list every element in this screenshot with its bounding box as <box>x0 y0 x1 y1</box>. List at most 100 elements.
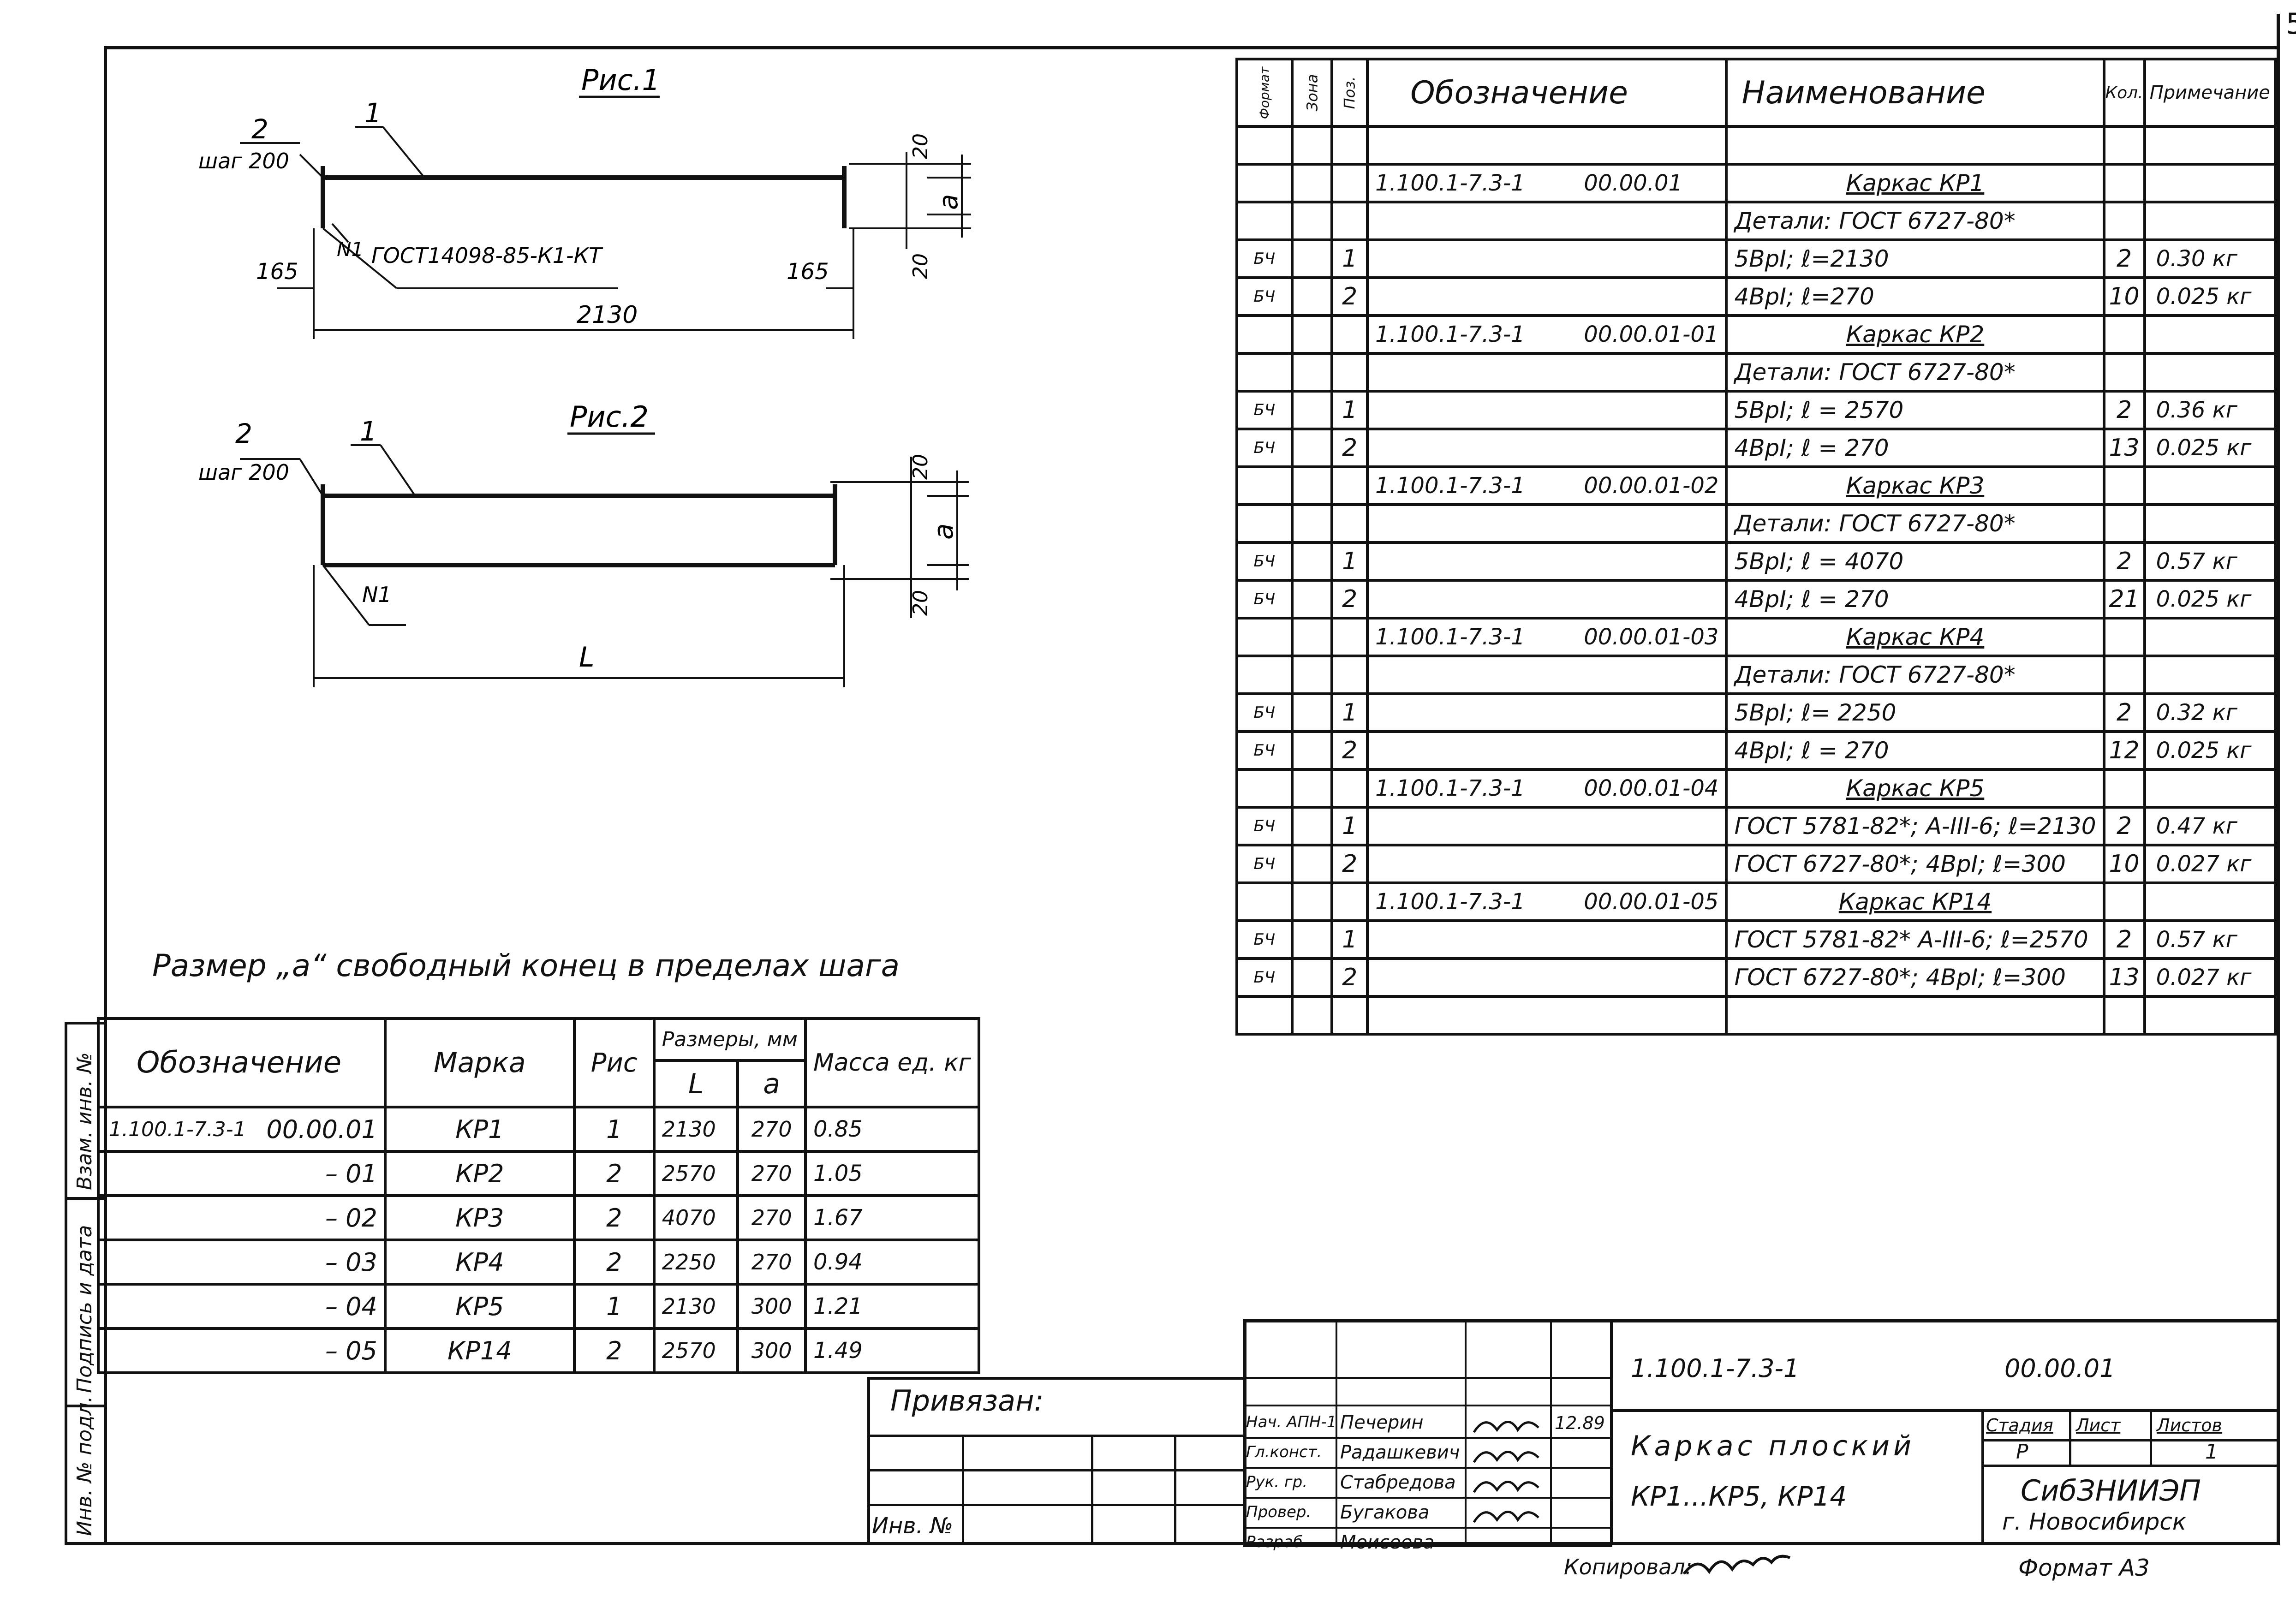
spec-cell-rem: 0.025 кг <box>2143 730 2277 771</box>
variant-cell-L: 2570 <box>652 1327 739 1374</box>
title-block-stage-v1 <box>2069 1409 2071 1467</box>
spec-cell-qty-text: 2 <box>2117 699 2132 727</box>
title-block-org-left <box>1981 1409 1984 1543</box>
spec-cell-pos-text: 1 <box>1342 699 1358 727</box>
spec-cell-zone <box>1290 125 1334 166</box>
signature-grid-row-line <box>1243 1377 1612 1379</box>
spec-cell-qty <box>2102 655 2146 695</box>
spec-cell-name-text: Детали: ГОСТ 6727-80* <box>1734 208 2016 234</box>
spec-cell-des1 <box>1366 428 1578 468</box>
spec-cell-qty-text: 2 <box>2117 812 2132 840</box>
fig2-weld-mark: N1 <box>362 582 392 607</box>
fig2-dim-20-bottom: 20 <box>909 590 932 616</box>
spec-cell-des1 <box>1366 579 1578 619</box>
spec-cell-pos-text: 1 <box>1342 396 1358 424</box>
spec-cell-pos <box>1330 617 1369 657</box>
spec-cell-rem-text: 0.025 кг <box>2156 435 2252 461</box>
variant-cell-des1 <box>96 1283 260 1330</box>
variant-cell-fig: 1 <box>573 1283 656 1330</box>
spec-cell-qty: 2 <box>2102 238 2146 279</box>
spec-cell-des2 <box>1577 579 1728 619</box>
spec-cell-format: БЧ <box>1235 390 1294 430</box>
spec-cell-qty <box>2102 995 2146 1036</box>
spec-cell-format: БЧ <box>1235 844 1294 884</box>
spec-cell-pos-text: 1 <box>1342 926 1358 953</box>
spec-cell-des2 <box>1577 276 1728 317</box>
spec-cell-zone <box>1290 957 1334 998</box>
signature-scribble <box>1473 1421 1539 1433</box>
spec-cell-name: Каркас КР5 <box>1725 768 2105 809</box>
spec-cell-pos <box>1330 163 1369 203</box>
spec-cell-format <box>1235 314 1294 355</box>
spec-cell-des2 <box>1577 844 1728 884</box>
variant-cell-fig: 1 <box>573 1106 656 1153</box>
spec-cell-rem <box>2143 352 2277 393</box>
binding-inv-label: Инв. № <box>872 1513 954 1539</box>
spec-cell-name: 5ВрI; ℓ=2130 <box>1725 238 2105 279</box>
spec-cell-format <box>1235 617 1294 657</box>
spec-cell-name-text: 4ВрI; ℓ=270 <box>1734 283 1874 310</box>
spec-cell-des1 <box>1366 692 1578 733</box>
title-stage-label: Стадия <box>1986 1415 2053 1435</box>
signature-date: 12.89 <box>1555 1413 1605 1433</box>
variant-cell-a: 300 <box>736 1283 807 1330</box>
spec-cell-rem-text: 0.025 кг <box>2156 738 2252 763</box>
spec-cell-name: ГОСТ 6727-80*; 4ВрI; ℓ=300 <box>1725 844 2105 884</box>
spec-cell-zone <box>1290 541 1334 582</box>
signature-name: Радашкевич <box>1340 1442 1460 1463</box>
spec-header-zone-text: Зона <box>1303 74 1321 112</box>
spec-cell-des1 <box>1366 995 1578 1036</box>
spec-cell-name: 4ВрI; ℓ = 270 <box>1725 428 2105 468</box>
frame-left <box>104 46 107 1545</box>
spec-cell-zone <box>1290 201 1334 241</box>
spec-cell-name-text: ГОСТ 6727-80*; 4ВрI; ℓ=300 <box>1734 851 2066 877</box>
spec-cell-des1 <box>1366 541 1578 582</box>
title-block-stage-v2 <box>2150 1409 2152 1467</box>
spec-cell-name-text: Каркас КР2 <box>1846 321 1985 348</box>
variant-cell-a: 300 <box>736 1327 807 1374</box>
spec-cell-name-text: Каркас КР5 <box>1846 775 1985 802</box>
spec-cell-zone <box>1290 390 1334 430</box>
spec-cell-name <box>1725 995 2105 1036</box>
fig1-dim-20-top: 20 <box>909 133 932 159</box>
fig1-dim-a: a <box>934 194 964 210</box>
spec-cell-pos: 1 <box>1330 919 1369 960</box>
spec-cell-format <box>1235 655 1294 695</box>
signature-name: Печерин <box>1340 1412 1424 1433</box>
var-header-fig: Рис <box>573 1017 656 1108</box>
spec-cell-qty: 2 <box>2102 390 2146 430</box>
spec-cell-name <box>1725 125 2105 166</box>
variant-cell-mass: 1.67 <box>804 1194 981 1241</box>
variant-cell-L: 4070 <box>652 1194 739 1241</box>
spec-cell-format <box>1235 163 1294 203</box>
spec-cell-name: 5ВрI; ℓ = 2570 <box>1725 390 2105 430</box>
spec-cell-zone <box>1290 995 1334 1036</box>
spec-cell-des2 <box>1577 692 1728 733</box>
variant-cell-a: 270 <box>736 1150 807 1197</box>
var-header-mass: Масса ед. кг <box>804 1017 981 1108</box>
spec-cell-name: Каркас КР1 <box>1725 163 2105 203</box>
fig2-callout-2: 2 <box>235 418 252 449</box>
spec-cell-qty <box>2102 617 2146 657</box>
signature-grid-row-line <box>1243 1467 1612 1469</box>
fig2-title: Рис.2 <box>570 400 649 434</box>
fig2-dim-20-top: 20 <box>909 454 932 480</box>
binding-h1 <box>867 1435 1243 1437</box>
spec-cell-pos <box>1330 201 1369 241</box>
spec-header-row: Формат Зона Поз. Обозначение Наименовани… <box>1235 58 2277 128</box>
signature-scribbles <box>1473 1421 1539 1523</box>
signature-grid-row-line <box>1243 1405 1612 1406</box>
spec-cell-format: БЧ <box>1235 692 1294 733</box>
binding-v1 <box>962 1435 964 1543</box>
spec-cell-format-text: БЧ <box>1253 703 1276 722</box>
spec-cell-rem <box>2143 163 2277 203</box>
spec-cell-des1 <box>1366 390 1578 430</box>
spec-cell-qty-text: 2 <box>2117 245 2132 273</box>
spec-cell-pos-text: 2 <box>1342 964 1358 991</box>
spec-cell-qty: 10 <box>2102 276 2146 317</box>
